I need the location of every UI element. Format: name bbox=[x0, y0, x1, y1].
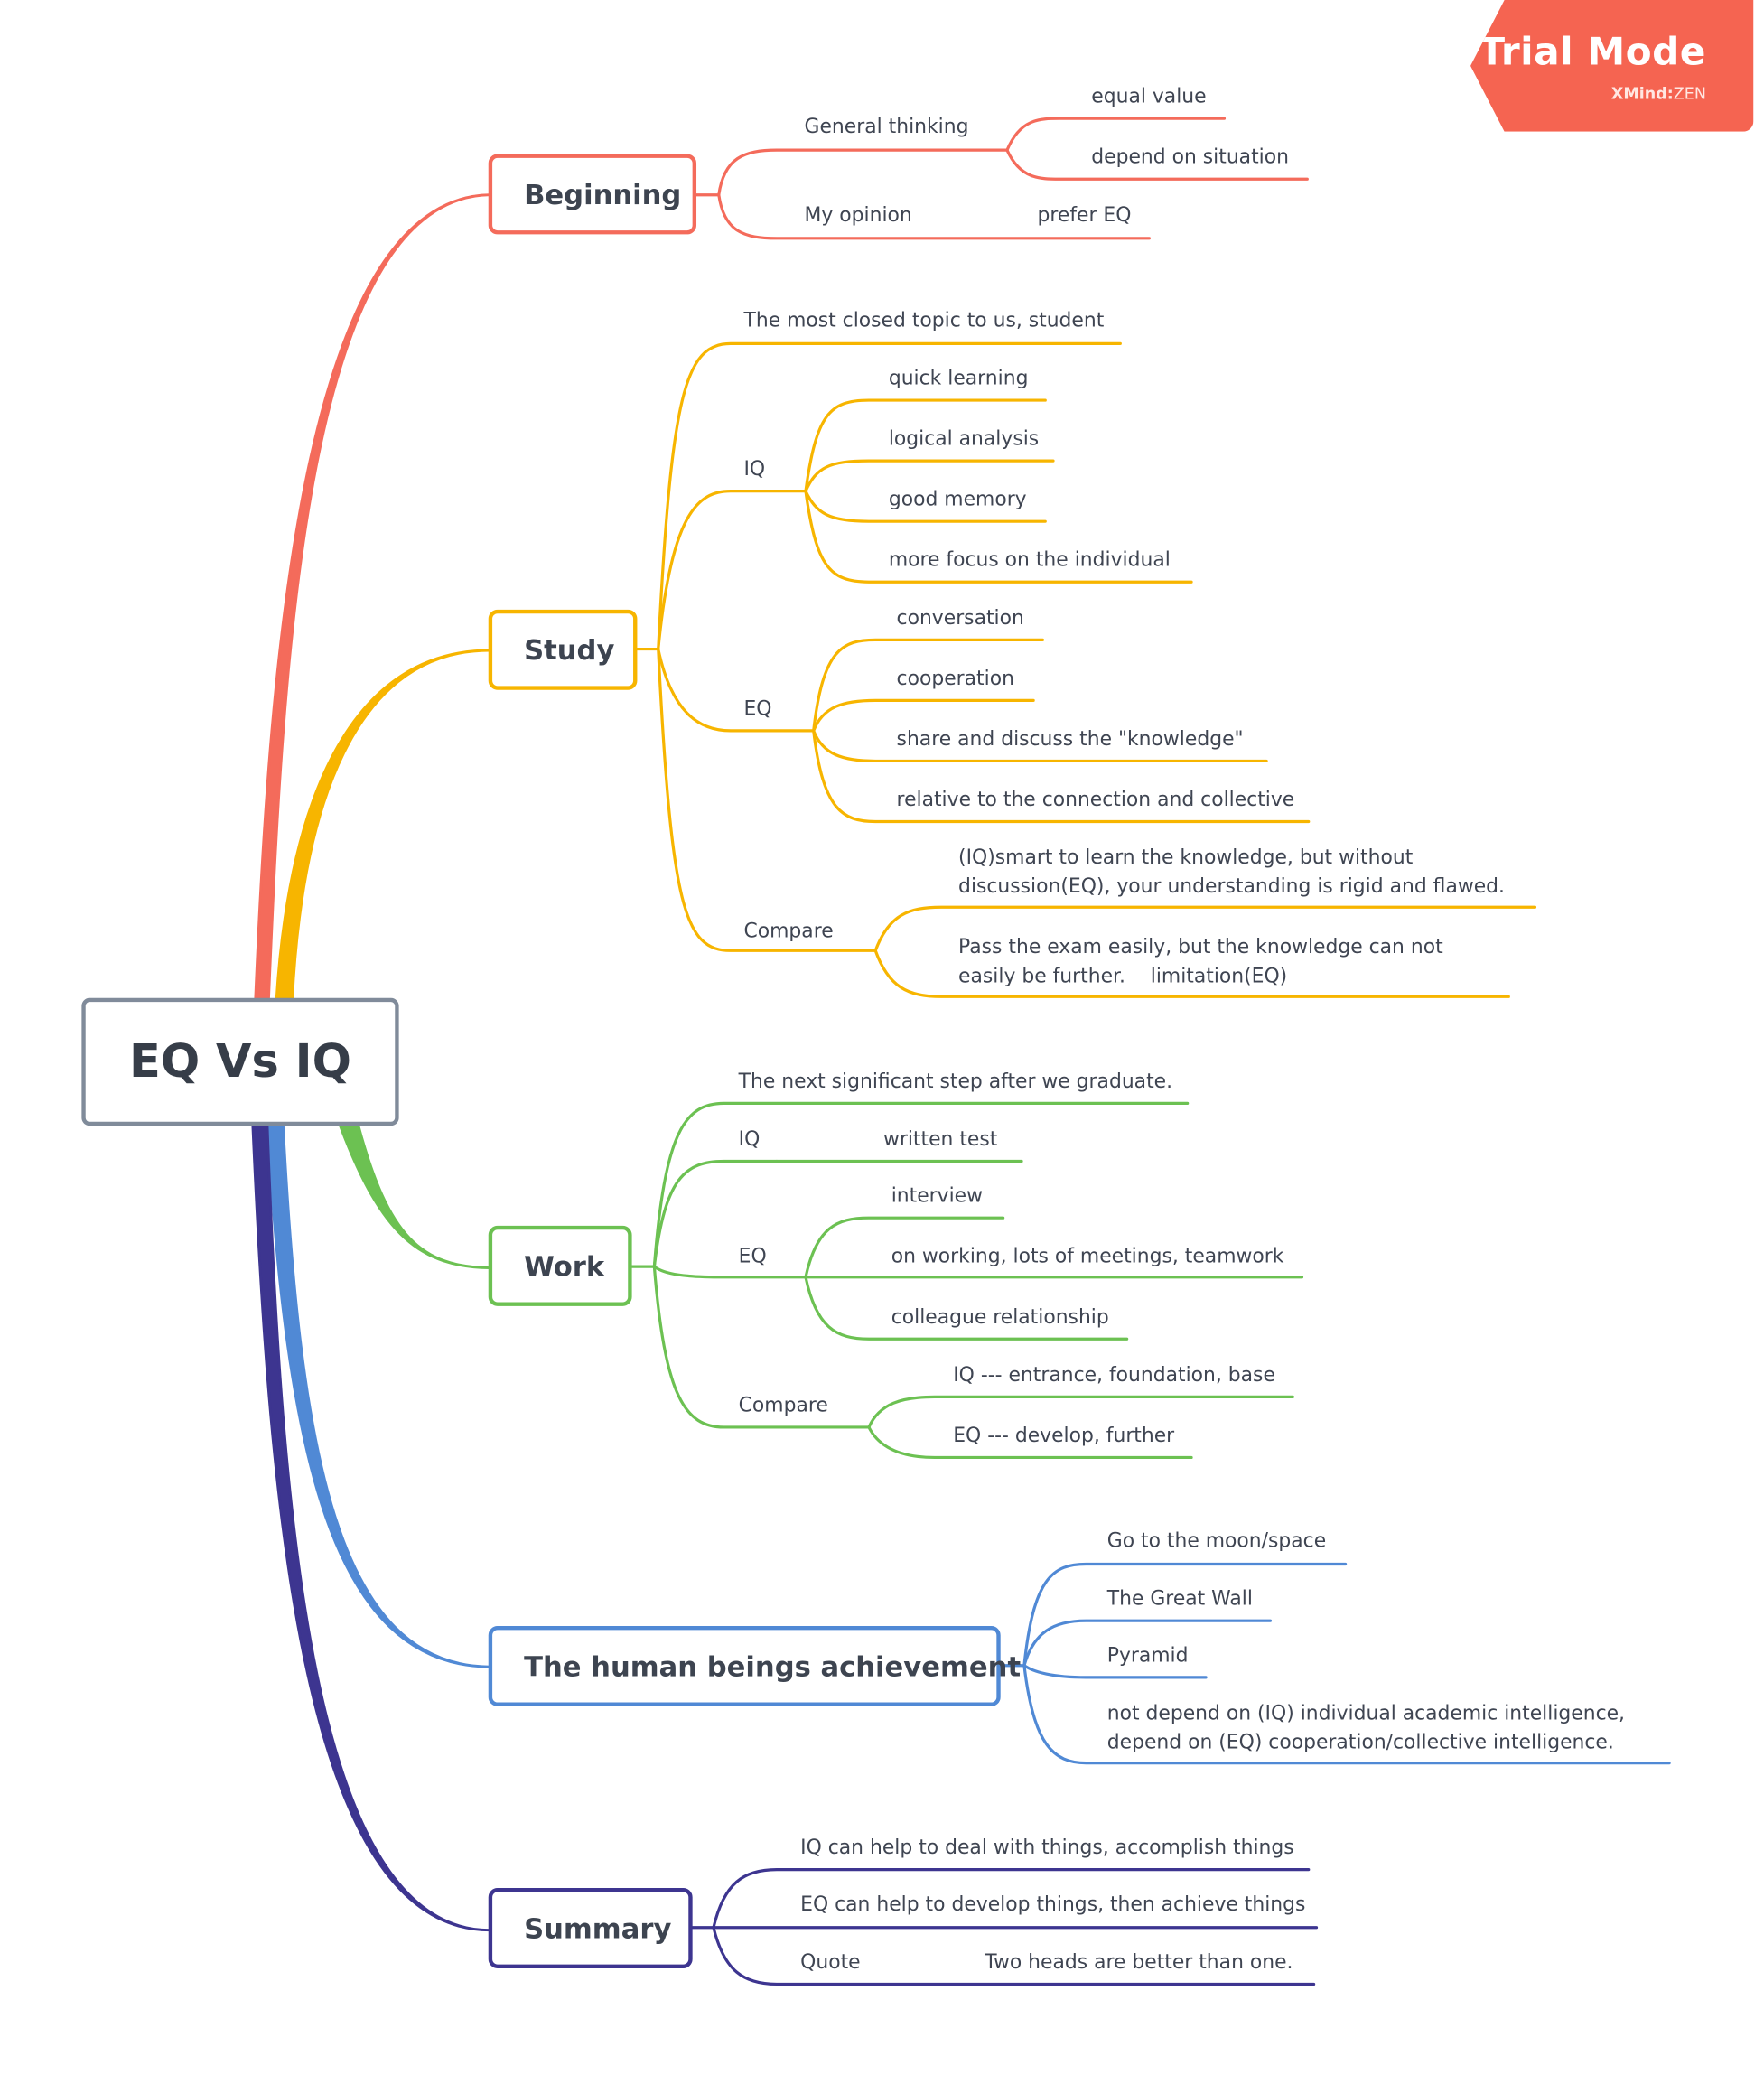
topic-collective-intelligence-line2[interactable]: depend on (EQ) cooperation/collective in… bbox=[1106, 1730, 1614, 1754]
topic-pyramid[interactable]: Pyramid bbox=[1106, 1642, 1189, 1668]
topic-my-opinion[interactable]: My opinion bbox=[804, 202, 912, 227]
branch-study[interactable]: Study bbox=[488, 609, 638, 690]
branch-beginning[interactable]: Beginning bbox=[488, 154, 697, 235]
topic-collective-intelligence-line1[interactable]: not depend on (IQ) individual academic i… bbox=[1106, 1701, 1626, 1725]
topic-equal-value[interactable]: equal value bbox=[1091, 84, 1207, 108]
branch-work[interactable]: Work bbox=[488, 1225, 632, 1306]
topic-compare-exam-line1[interactable]: Pass the exam easily, but the knowledge … bbox=[958, 934, 1443, 959]
branch-summary[interactable]: Summary bbox=[488, 1888, 693, 1968]
topic-great-wall[interactable]: The Great Wall bbox=[1106, 1586, 1253, 1611]
study-lines bbox=[635, 341, 1537, 998]
brand-edition: ZEN bbox=[1673, 84, 1706, 103]
topic-focus-individual[interactable]: more focus on the individual bbox=[888, 547, 1171, 572]
branch-human-achievement[interactable]: The human beings achievement bbox=[488, 1626, 1021, 1706]
topic-share-discuss[interactable]: share and discuss the "knowledge" bbox=[896, 726, 1244, 751]
topic-compare-exam-line2[interactable]: easily be further. limitation(EQ) bbox=[958, 963, 1288, 988]
topic-quote-text[interactable]: Two heads are better than one. bbox=[985, 1949, 1293, 1974]
work-lines bbox=[630, 1101, 1304, 1460]
topic-next-step[interactable]: The next significant step after we gradu… bbox=[738, 1069, 1173, 1093]
topic-work-compare[interactable]: Compare bbox=[738, 1393, 828, 1417]
achievement-lines bbox=[999, 1562, 1671, 1765]
topic-connection-collective[interactable]: relative to the connection and collectiv… bbox=[896, 787, 1295, 811]
topic-good-memory[interactable]: good memory bbox=[888, 487, 1027, 511]
beginning-lines bbox=[695, 117, 1309, 240]
topic-work-eq[interactable]: EQ bbox=[738, 1244, 767, 1268]
topic-compare-smart-line2[interactable]: discussion(EQ), your understanding is ri… bbox=[958, 874, 1506, 899]
topic-prefer-eq[interactable]: prefer EQ bbox=[1037, 202, 1132, 227]
summary-lines bbox=[691, 1868, 1319, 1986]
topic-colleague-relationship[interactable]: colleague relationship bbox=[891, 1304, 1109, 1329]
topic-compare-smart-line1[interactable]: (IQ)smart to learn the knowledge, but wi… bbox=[958, 845, 1414, 869]
topic-iq-entrance[interactable]: IQ --- entrance, foundation, base bbox=[953, 1362, 1275, 1387]
trial-mode-badge: Trial Mode XMind:ZEN bbox=[1470, 0, 1754, 132]
trial-mode-brand: XMind:ZEN bbox=[1610, 84, 1706, 103]
topic-closed-topic[interactable]: The most closed topic to us, student bbox=[743, 308, 1105, 332]
topic-depend-on-situation[interactable]: depend on situation bbox=[1091, 145, 1289, 169]
topic-interview[interactable]: interview bbox=[891, 1183, 984, 1208]
topic-study-eq[interactable]: EQ bbox=[743, 696, 772, 721]
topic-conversation[interactable]: conversation bbox=[896, 605, 1024, 630]
topic-eq-develop[interactable]: EQ --- develop, further bbox=[953, 1423, 1175, 1447]
central-topic[interactable]: EQ Vs IQ bbox=[81, 997, 399, 1126]
topic-moon-space[interactable]: Go to the moon/space bbox=[1106, 1528, 1327, 1553]
topic-quick-learning[interactable]: quick learning bbox=[888, 366, 1029, 390]
topic-work-iq[interactable]: IQ bbox=[738, 1126, 761, 1151]
topic-logical-analysis[interactable]: logical analysis bbox=[888, 426, 1040, 451]
topic-cooperation[interactable]: cooperation bbox=[896, 666, 1014, 690]
topic-study-iq[interactable]: IQ bbox=[743, 456, 766, 481]
topic-written-test[interactable]: written test bbox=[882, 1126, 998, 1151]
brand-name: XMind bbox=[1610, 84, 1667, 103]
topic-iq-help[interactable]: IQ can help to deal with things, accompl… bbox=[800, 1835, 1294, 1859]
topic-quote[interactable]: Quote bbox=[800, 1949, 861, 1974]
trial-mode-title: Trial Mode bbox=[1479, 29, 1706, 74]
topic-general-thinking[interactable]: General thinking bbox=[804, 114, 969, 139]
topic-eq-help[interactable]: EQ can help to develop things, then achi… bbox=[800, 1892, 1306, 1916]
topic-study-compare[interactable]: Compare bbox=[743, 919, 834, 943]
topic-meetings-teamwork[interactable]: on working, lots of meetings, teamwork bbox=[891, 1244, 1284, 1268]
